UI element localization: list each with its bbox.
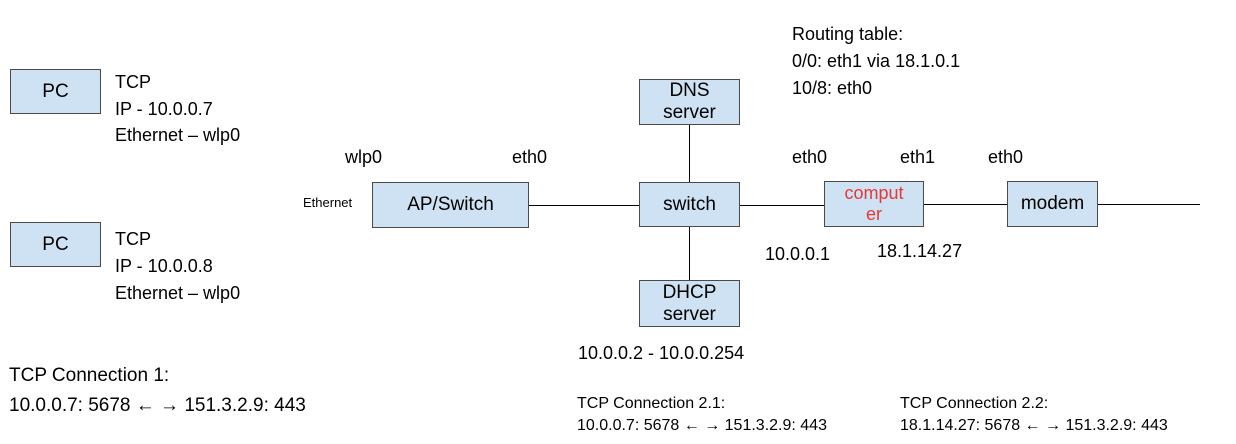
link-modem-wan <box>1098 204 1200 205</box>
tcp-connection-2-2-title: TCP Connection 2.2: <box>900 395 1049 412</box>
routing-table-row-1: 0/0: eth1 via 18.1.0.1 <box>792 51 961 71</box>
link-ap-switch <box>529 205 639 206</box>
computer-port-eth1: eth1 <box>900 147 936 167</box>
ap-port-eth0: eth0 <box>512 147 548 167</box>
pc-label-1: PC <box>42 80 69 102</box>
dns-server-box: DNS server <box>639 79 740 125</box>
tcp-connection-2-2-detail: 18.1.14.27: 5678 ← → 151.3.2.9: 443 <box>900 417 1168 434</box>
modem-port-eth0: eth0 <box>988 147 1024 167</box>
computer-port-eth0: eth0 <box>792 147 828 167</box>
pc2-interface: Ethernet – wlp0 <box>115 283 241 303</box>
pc2-protocol: TCP <box>115 229 151 249</box>
computer-label-line2: er <box>865 204 882 224</box>
tcp-connection-2-1-title: TCP Connection 2.1: <box>577 395 726 412</box>
pc-box-1: PC <box>10 69 101 114</box>
computer-box: comput er <box>824 181 924 227</box>
dhcp-server-box: DHCP server <box>639 280 740 327</box>
pc-box-2: PC <box>10 222 101 267</box>
pc1-ip: IP - 10.0.0.7 <box>115 99 213 119</box>
routing-table-row-2: 10/8: eth0 <box>792 78 873 98</box>
modem-label: modem <box>1020 193 1085 214</box>
switch-label: switch <box>663 193 716 215</box>
computer-ip-external: 18.1.14.27 <box>877 241 963 261</box>
ap-switch-label: AP/Switch <box>407 194 494 215</box>
dns-label-line2: server <box>663 102 716 123</box>
pc1-interface: Ethernet – wlp0 <box>115 125 241 145</box>
ap-ethernet-label: Ethernet <box>303 195 353 210</box>
link-switch-computer <box>740 205 824 206</box>
link-dns-switch <box>689 125 690 182</box>
dhcp-label-line2: server <box>663 303 716 325</box>
routing-table-title: Routing table: <box>792 24 904 44</box>
pc-label-2: PC <box>42 233 69 255</box>
computer-label-line1: comput <box>844 183 904 203</box>
pc2-ip: IP - 10.0.0.8 <box>115 256 213 276</box>
dhcp-address-range: 10.0.0.2 - 10.0.0.254 <box>578 343 745 363</box>
modem-box: modem <box>1007 181 1098 227</box>
pc1-protocol: TCP <box>115 72 151 92</box>
computer-ip-internal: 10.0.0.1 <box>765 244 831 264</box>
tcp-connection-1-title: TCP Connection 1: <box>9 365 170 386</box>
tcp-connection-2-1-detail: 10.0.0.7: 5678 ← → 151.3.2.9: 443 <box>577 417 827 434</box>
dns-label-line1: DNS <box>669 80 710 101</box>
tcp-connection-1-detail: 10.0.0.7: 5678 ← → 151.3.2.9: 443 <box>9 395 306 416</box>
ap-port-wlp0: wlp0 <box>345 147 383 167</box>
link-computer-modem <box>924 204 1007 205</box>
link-switch-dhcp <box>689 227 690 280</box>
switch-box: switch <box>639 182 740 227</box>
ap-switch-box: AP/Switch <box>372 182 529 228</box>
dhcp-label-line1: DHCP <box>662 281 717 303</box>
